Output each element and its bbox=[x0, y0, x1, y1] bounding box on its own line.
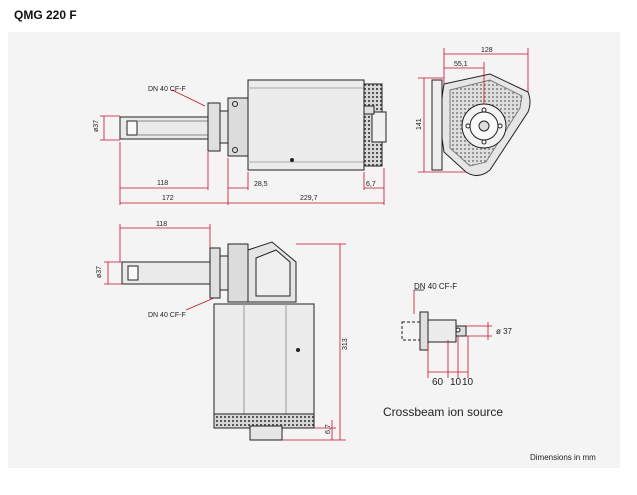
top-dim-28-5: 28,5 bbox=[254, 181, 268, 188]
detail-dim-60: 60 bbox=[432, 377, 444, 388]
flange bbox=[207, 102, 221, 152]
top-dim-118: 118 bbox=[157, 180, 168, 187]
side-view bbox=[121, 241, 315, 441]
detail-dim-10b: 10 bbox=[462, 377, 474, 388]
side-dim-313: 313 bbox=[342, 338, 349, 350]
top-view bbox=[119, 79, 387, 171]
side-dim-118: 118 bbox=[156, 221, 167, 228]
end-dim-55-1: 55,1 bbox=[454, 61, 468, 68]
end-view bbox=[431, 73, 531, 176]
top-view-dimensions bbox=[100, 89, 385, 205]
top-dim-229-7: 229,7 bbox=[300, 195, 318, 202]
side-flange-label: DN 40 CF-F bbox=[148, 312, 186, 319]
end-view-dimensions bbox=[418, 48, 529, 173]
top-flange-label: DN 40 CF-F bbox=[148, 86, 186, 93]
side-diameter-label: ø37 bbox=[96, 266, 103, 278]
top-dim-6-7: 6,7 bbox=[366, 181, 376, 188]
product-title: QMG 220 F bbox=[14, 8, 77, 22]
side-view-dimensions bbox=[104, 224, 346, 441]
end-dim-128: 128 bbox=[481, 47, 493, 54]
units-footnote: Dimensions in mm bbox=[530, 453, 596, 462]
top-dim-172: 172 bbox=[162, 195, 174, 202]
detail-dim-10a: 10 bbox=[450, 377, 462, 388]
ion-source-caption: Crossbeam ion source bbox=[383, 405, 503, 419]
ion-source-detail bbox=[401, 311, 467, 351]
top-diameter-label: ø37 bbox=[93, 120, 100, 132]
detail-dimensions bbox=[413, 289, 492, 378]
side-dim-6-7: 6,7 bbox=[325, 424, 332, 434]
detail-diameter-label: ø 37 bbox=[496, 327, 513, 336]
end-dim-141: 141 bbox=[416, 118, 423, 130]
electronics-housing bbox=[247, 79, 365, 171]
detail-flange-label: DN 40 CF-F bbox=[414, 282, 457, 291]
